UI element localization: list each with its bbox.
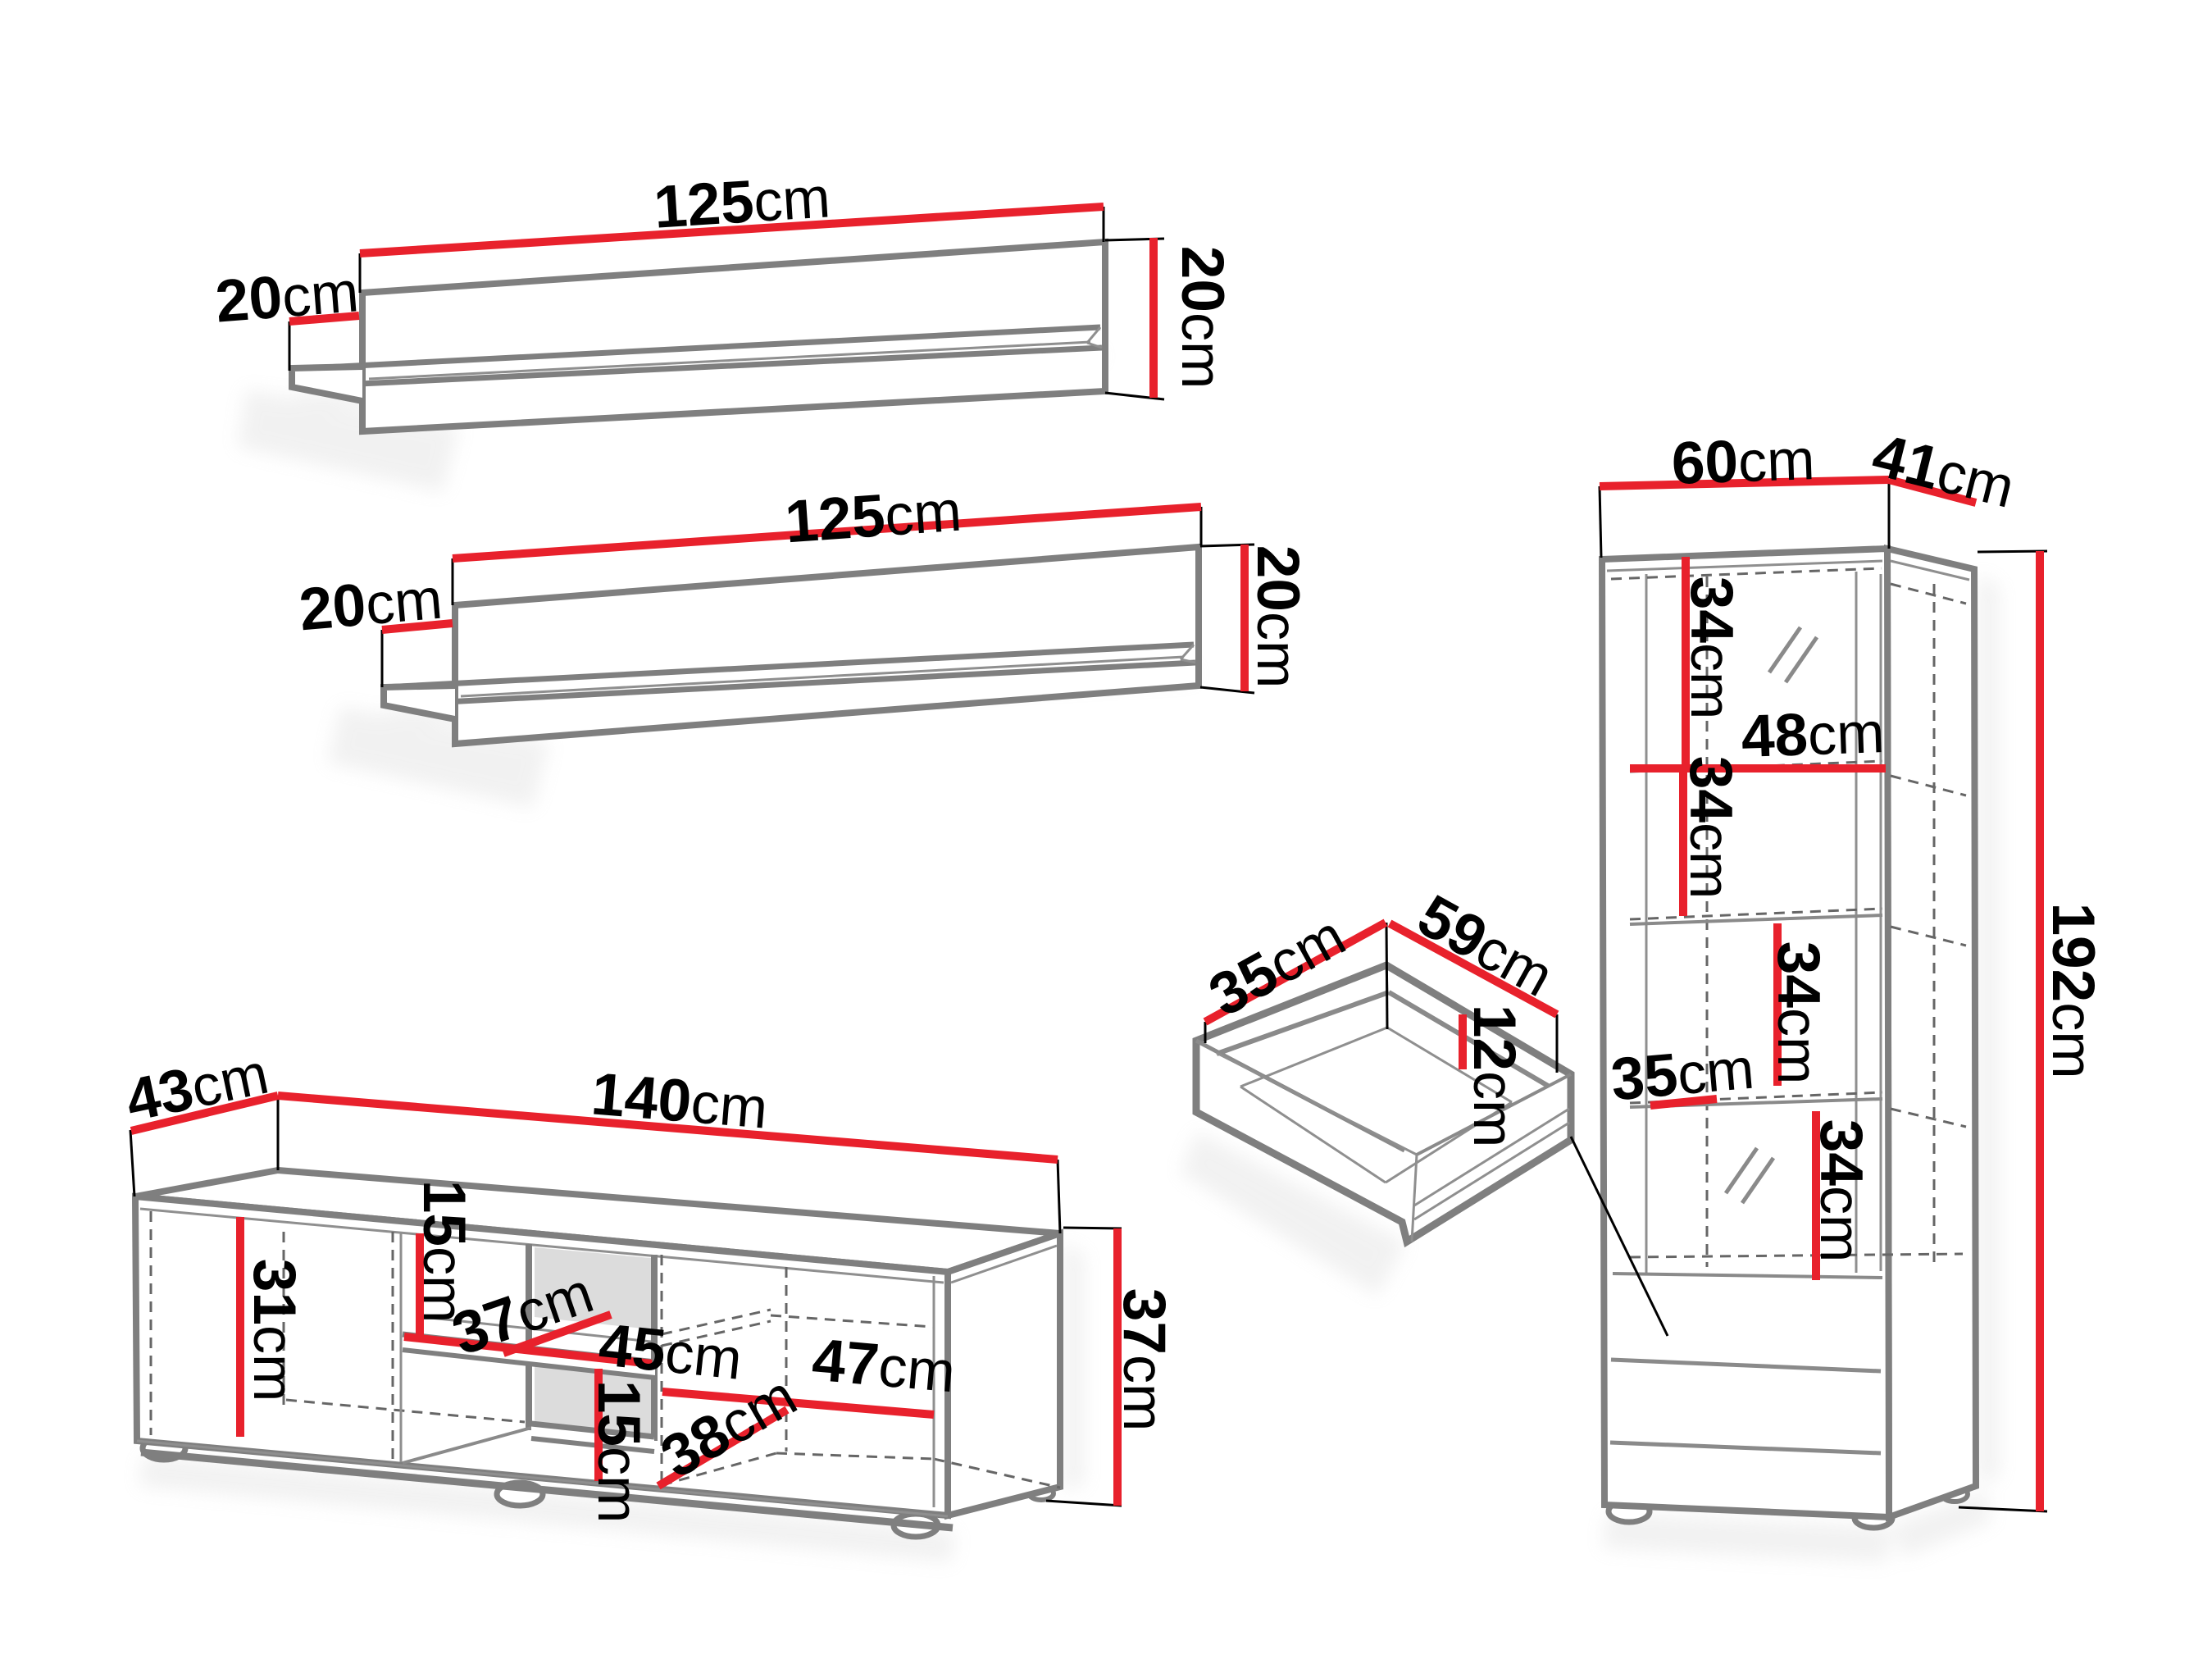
svg-text:35cm: 35cm <box>1609 1035 1757 1114</box>
svg-text:45cm: 45cm <box>596 1311 745 1392</box>
svg-text:125cm: 125cm <box>652 163 832 240</box>
svg-text:47cm: 47cm <box>809 1327 958 1406</box>
svg-text:48cm: 48cm <box>1740 699 1885 770</box>
svg-text:31cm: 31cm <box>241 1259 307 1402</box>
svg-text:20cm: 20cm <box>1169 246 1236 390</box>
svg-text:15cm: 15cm <box>411 1180 477 1324</box>
svg-text:20cm: 20cm <box>297 565 445 644</box>
svg-text:20cm: 20cm <box>1245 545 1311 689</box>
svg-text:34cm: 34cm <box>1808 1119 1874 1263</box>
svg-text:125cm: 125cm <box>783 477 963 556</box>
svg-text:43cm: 43cm <box>121 1040 275 1135</box>
svg-text:37cm: 37cm <box>1111 1288 1177 1432</box>
svg-text:60cm: 60cm <box>1670 426 1815 497</box>
svg-text:20cm: 20cm <box>213 258 361 335</box>
svg-text:140cm: 140cm <box>589 1060 770 1141</box>
svg-text:34cm: 34cm <box>1765 941 1832 1085</box>
svg-text:34cm: 34cm <box>1677 756 1744 900</box>
svg-text:192cm: 192cm <box>2040 902 2106 1078</box>
svg-text:34cm: 34cm <box>1678 577 1745 720</box>
svg-text:12cm: 12cm <box>1461 1005 1527 1148</box>
svg-text:15cm: 15cm <box>585 1380 652 1524</box>
